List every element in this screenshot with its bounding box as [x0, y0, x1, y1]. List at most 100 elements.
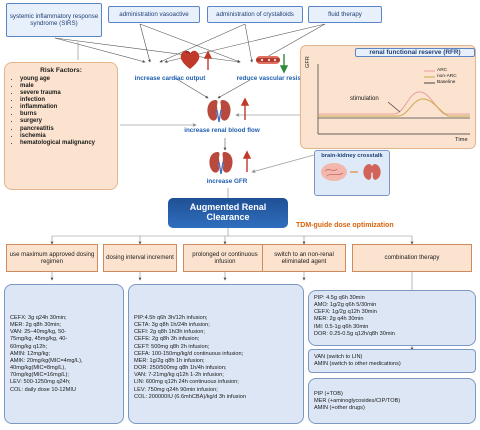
dose-line: 40mg/kg(MIC=8mg/L),: [10, 365, 66, 372]
cause-crystalloids-label: administration of crystalloids: [216, 10, 294, 18]
dose-line: CEFA: 100-150mg/kg/d continuous infusion…: [134, 350, 244, 357]
risk-factor-item: inflammation: [20, 104, 111, 111]
dose-line: AMIN: 12mg/kg;: [10, 350, 51, 357]
cause-sirs-label: systemic inflammatory response syndrome …: [9, 12, 99, 27]
dose-line: PIP (+TOB): [314, 391, 343, 397]
arc-title-box: Augmented Renal Clearance: [168, 198, 288, 228]
dose-line: VAN (switch to LIN): [314, 354, 363, 360]
effect-cardiac-output: increase cardiac output: [134, 75, 206, 82]
rfr-arc-curve: [318, 91, 470, 115]
rfr-legend: ARC non-ARC Baseline: [437, 68, 457, 86]
kidney-icon: [207, 100, 231, 123]
dose-line: CEFI: 2g q8h 1h/3h infusion;: [134, 329, 205, 336]
cause-sirs: systemic inflammatory response syndrome …: [6, 3, 102, 37]
rfr-title: renal functional reserve (RFR): [355, 48, 475, 57]
heart-icon: [180, 50, 200, 69]
cause-fluid-therapy-label: fluid therapy: [328, 10, 362, 18]
risk-factors-list: young age male severe trauma infection i…: [11, 76, 111, 147]
rfr-legend-non-arc: non-ARC: [437, 74, 457, 79]
strategy-switch: switch to an non-renal eliminated agent: [262, 244, 346, 272]
risk-factor-item: male: [20, 83, 111, 90]
dose-line: MER: 2g q8h 30min;: [10, 322, 61, 329]
dose-line: AMIN (switch to other medications): [314, 361, 401, 368]
brain-kidney-label: brain-kidney crosstalk: [321, 153, 383, 159]
risk-factor-item: burns: [20, 111, 111, 118]
dose-line: AMIK: 20mg/kg(MIC=4mg/L),: [10, 357, 83, 364]
risk-factor-item: surgery: [20, 118, 111, 125]
rfr-legend-arc: ARC: [437, 68, 448, 73]
dose-box-combination: PIP (+TOB) MER (+aminoglycosides/CIP/TOB…: [308, 378, 476, 424]
dose-box-interval: PIP: 4.5g q6h 30min AMO: 1g/2g q6h 5/30m…: [308, 290, 476, 346]
strategy-infusion: prolonged or continuous infusion: [183, 244, 267, 272]
strategy-combination-label: combination therapy: [384, 254, 440, 262]
dose-line: COL: daily dose 10-12MIU: [10, 386, 76, 393]
dose-line: AMO: 1g/2g q6h 5/30min: [314, 302, 377, 309]
dose-line: CEFX: 3g q24h 30min;: [10, 315, 67, 321]
effect-vascular-resistance: reduce vascular resistance: [236, 75, 318, 82]
risk-factors-panel: Risk Factors: young age male severe trau…: [4, 62, 118, 190]
strategy-switch-label: switch to an non-renal eliminated agent: [274, 250, 334, 265]
rfr-panel: [300, 45, 476, 149]
dose-line: CETA: 3g q8h 1h/24h infusion;: [134, 322, 210, 329]
grey-connectors: [77, 42, 315, 198]
dose-line: CEFE: 2g q8h 3h infusion;: [134, 336, 200, 343]
dose-line: CEFX: 1g/2g q12h 30min: [314, 309, 377, 316]
brain-icon: [321, 162, 347, 181]
rfr-legend-baseline: Baseline: [437, 80, 456, 85]
dose-line: MER: 1g/2g q8h 1h infusion;: [134, 357, 205, 364]
dose-line: CEFT: 500mg q8h 2h infusion;: [134, 343, 210, 350]
dose-line: PIP: 4.5g q6h 30min: [314, 295, 365, 301]
dose-box-switch: VAN (switch to LIN) AMIN (switch to othe…: [308, 349, 476, 373]
dose-line: LEV: 500-1250mg q24h;: [10, 379, 71, 386]
dose-line: DOR: 0.25-0.5g q12h/q8h 30min: [314, 330, 395, 337]
dose-line: VAN: 7-21mg/kg q12h 1-2h infusion;: [134, 372, 224, 379]
strategy-combination: combination therapy: [352, 244, 472, 272]
strategy-max-dose: use maximum approved dosing regimen: [6, 244, 98, 272]
cause-crystalloids: administration of crystalloids: [207, 6, 303, 23]
rfr-annotation: stimulation: [350, 96, 379, 102]
kidney-icon-2: [209, 152, 233, 175]
dose-line: 70mg/kg(MIC=16mg/L);: [10, 372, 69, 379]
risk-factors-title: Risk Factors:: [40, 67, 82, 74]
strategy-infusion-label: prolonged or continuous infusion: [192, 250, 258, 265]
rfr-graph: [317, 64, 470, 135]
small-kidney-icon: [363, 163, 373, 180]
tdm-label: TDM-guide dose optimization: [296, 222, 394, 229]
strategy-max-dose-label: use maximum approved dosing regimen: [9, 250, 95, 265]
risk-factor-item: ischemia: [20, 133, 111, 140]
rfr-x-label: Time: [455, 137, 468, 143]
dose-line: PIP:4.5h q6h 3h/12h infusion;: [134, 315, 208, 321]
dose-line: IMI: 0.5-1g q6h 30min: [314, 323, 369, 330]
dose-line: VAN: 25–40mg/kg, 50-: [10, 329, 67, 336]
cause-fluid-therapy: fluid therapy: [308, 6, 382, 23]
dose-box-max-dose: CEFX: 3g q24h 30min; MER: 2g q8h 30min; …: [4, 284, 124, 424]
blood-vessel-icon: [256, 56, 280, 64]
cause-vasoactive: administration vasoactive: [108, 6, 200, 23]
risk-factor-item: hematological malignancy: [20, 140, 111, 147]
dose-line: MER (+aminoglycosides/CIP/TOB): [314, 398, 401, 405]
arc-title: Augmented Renal Clearance: [189, 202, 267, 222]
dose-line: 60mg/kg q12h;: [10, 343, 48, 350]
strategy-interval-label: dosing interval increment: [106, 254, 174, 262]
dose-line: DOR: 250/500mg q8h 1h/4h infusion;: [134, 365, 227, 372]
brain-kidney-icons: [321, 162, 381, 181]
dose-line: AMIN (+other drugs): [314, 405, 365, 412]
rfr-non-arc-curve: [318, 98, 470, 117]
dose-line: COL: 200000IU (6.6mhCBA)/kg/d 3h infusio…: [134, 393, 246, 400]
rfr-y-label: GFR: [305, 56, 311, 68]
effect-gfr: increase GFR: [206, 178, 248, 185]
dose-line: LEV: 750mg q24h 90min infusion;: [134, 386, 218, 393]
risk-factor-item: infection: [20, 97, 111, 104]
effect-renal-blood-flow: increase renal blood flow: [184, 127, 260, 134]
risk-factor-item: pancreatitis: [20, 126, 111, 133]
brain-kidney-panel: brain-kidney crosstalk: [314, 150, 390, 196]
dose-line: MER: 2g q4h 30min: [314, 316, 364, 323]
cause-vasoactive-label: administration vasoactive: [119, 10, 189, 18]
strategy-interval: dosing interval increment: [103, 244, 177, 272]
decrease-arrow: [279, 54, 289, 74]
dose-box-infusion: PIP:4.5h q6h 3h/12h infusion; CETA: 3g q…: [128, 284, 304, 424]
increase-arrows: [203, 50, 252, 172]
dose-line: 75mg/kg, 45mg/kg, 40-: [10, 336, 68, 343]
dose-line: LIN: 600mg q12h 24h continuous infusion;: [134, 379, 239, 386]
